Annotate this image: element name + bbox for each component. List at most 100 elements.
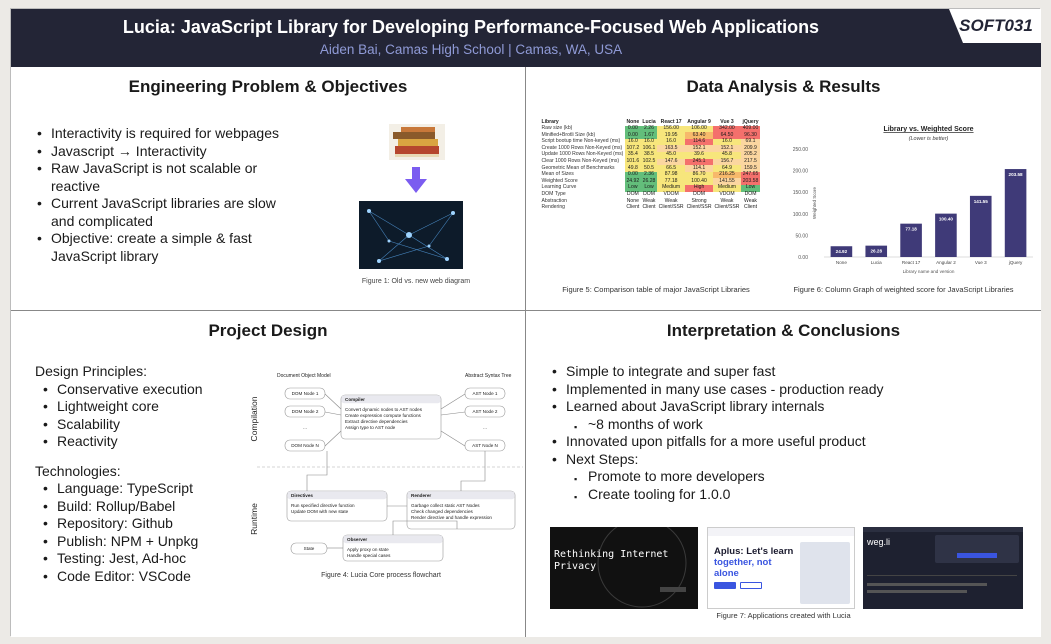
table-cell: Client/SSR bbox=[657, 204, 686, 212]
observer-item: Apply proxy on state bbox=[347, 547, 389, 552]
ast-node-label: ... bbox=[483, 425, 487, 430]
box-header bbox=[341, 395, 441, 404]
table-cell: Weak bbox=[713, 198, 741, 205]
x-axis-label: Library name and version bbox=[903, 269, 955, 274]
state-node bbox=[290, 542, 328, 555]
table-cell: 87.98 bbox=[657, 172, 686, 179]
table-cell: 209.9 bbox=[740, 145, 761, 152]
poster: Lucia: JavaScript Library for Developing… bbox=[10, 8, 1041, 637]
list-item: Simple to integrate and super fast bbox=[550, 363, 1030, 381]
state-label: State bbox=[304, 546, 315, 551]
table-cell: 0.00 bbox=[624, 172, 641, 179]
row-label: Abstraction bbox=[540, 198, 625, 205]
table-cell: VDOM bbox=[657, 191, 686, 199]
table-header-cell: Library bbox=[541, 118, 559, 125]
table-cell: 114.1 bbox=[685, 165, 714, 172]
panel-heading: Engineering Problem & Objectives bbox=[128, 77, 408, 96]
table-cell: Weak bbox=[657, 198, 686, 205]
list-item: Create tooling for 1.0.0 bbox=[572, 486, 1030, 506]
row-label: Minified+Brotli Size (kb) bbox=[540, 132, 625, 139]
dom-node bbox=[284, 387, 326, 400]
compilation-label: Compilation bbox=[249, 396, 259, 441]
table-cell: 156.00 bbox=[657, 125, 686, 133]
figure-caption: Figure 6: Column Graph of weighted score… bbox=[793, 285, 1014, 294]
y-tick-label: 200.00 bbox=[793, 169, 809, 175]
table-cell: 66.5 bbox=[657, 165, 686, 172]
list-item: Interactivity is required for webpages bbox=[35, 125, 295, 143]
list-item: Promote to more developers bbox=[572, 468, 1030, 488]
table-cell: 16.0 bbox=[713, 139, 741, 146]
panel-heading: Data Analysis & Results bbox=[686, 77, 881, 96]
technologies-heading: Technologies: bbox=[35, 462, 121, 479]
poster-subtitle: Aiden Bai, Camas High School | Camas, WA… bbox=[319, 42, 623, 57]
table-cell: 77.18 bbox=[657, 178, 686, 185]
observer-item: Handle special cases bbox=[347, 553, 391, 558]
compiler-item: Assign type to AST node bbox=[345, 425, 396, 430]
y-axis-label: Weighted Score bbox=[812, 187, 817, 219]
table-cell: 203.58 bbox=[740, 177, 761, 185]
table-header-cell: jQuery bbox=[742, 118, 759, 125]
dom-node-label: DOM Node 2 bbox=[292, 409, 319, 414]
table-cell: Low bbox=[624, 185, 641, 192]
table-cell: Weak bbox=[740, 198, 761, 205]
table-cell: 16.0 bbox=[657, 139, 686, 146]
directives-title: Directives bbox=[291, 493, 313, 498]
x-tick-label: Vue 3 bbox=[975, 260, 987, 265]
table-cell: 156.7 bbox=[713, 158, 741, 166]
table-cell: 216.25 bbox=[713, 172, 741, 179]
x-tick-label: None bbox=[836, 260, 847, 265]
list-item: Next Steps: bbox=[550, 451, 1030, 469]
project-code-badge: SOFT031 bbox=[949, 9, 1041, 43]
table-cell: Client/SSR bbox=[685, 204, 714, 212]
bar bbox=[935, 213, 957, 257]
table-header-cell: Vue 3 bbox=[720, 118, 734, 125]
table-cell: 39.6 bbox=[685, 152, 714, 159]
table-cell: 159.5 bbox=[740, 165, 761, 172]
table-header-cell: React 17 bbox=[660, 118, 682, 125]
ast-node-label: AST Node 2 bbox=[473, 409, 498, 414]
list-item: Objective: create a simple & fast JavaSc… bbox=[35, 230, 295, 265]
row-label: Geometric Mean of Benchmarks bbox=[540, 165, 625, 172]
table-cell: Low bbox=[640, 185, 658, 192]
table-cell: DOM bbox=[740, 191, 761, 199]
table-cell: 19.95 bbox=[657, 132, 686, 139]
table-cell: 0.00 bbox=[624, 132, 641, 139]
application-screenshots: Rethinking Internet Privacy Aplus: Let's… bbox=[550, 527, 1030, 611]
table-cell: DOM bbox=[624, 191, 641, 199]
box-header bbox=[407, 491, 515, 500]
row-label: Mean of Sizes bbox=[540, 172, 625, 179]
web-network-image bbox=[359, 201, 463, 269]
compiler-title: Compiler bbox=[345, 397, 365, 402]
conclusions-panel: Interpretation & Conclusions Simple to i… bbox=[526, 311, 1041, 637]
table-cell: 114.6 bbox=[685, 139, 714, 146]
compiler-box bbox=[340, 394, 442, 440]
bar bbox=[865, 245, 888, 257]
aplus-primary-button bbox=[714, 582, 736, 589]
dom-node bbox=[284, 439, 326, 452]
table-cell: 409.00 bbox=[740, 125, 761, 133]
table-cell: Low bbox=[740, 185, 761, 192]
list-item: Implemented in many use cases - producti… bbox=[550, 381, 1030, 399]
wegli-button bbox=[957, 553, 997, 558]
bar bbox=[1004, 169, 1027, 257]
table-cell: 106.00 bbox=[685, 125, 714, 133]
ast-node bbox=[464, 387, 506, 400]
bar-value-label: 203.58 bbox=[1009, 172, 1023, 177]
wegli-panel bbox=[935, 535, 1019, 563]
panel-heading: Interpretation & Conclusions bbox=[666, 321, 901, 340]
ast-node bbox=[464, 405, 506, 418]
table-cell: 16.0 bbox=[640, 139, 658, 146]
bar-value-label: 77.18 bbox=[905, 227, 917, 232]
table-cell: 247.65 bbox=[740, 171, 761, 179]
project-design-panel: Project Design Design Principles: Conser… bbox=[11, 311, 526, 637]
table-cell: 101.6 bbox=[624, 158, 641, 166]
table-cell: 152.1 bbox=[713, 145, 741, 152]
compiler-item: Extract directive dependencies bbox=[345, 419, 408, 424]
table-cell: 245.1 bbox=[685, 158, 714, 166]
bar-value-label: 26.28 bbox=[871, 249, 883, 254]
